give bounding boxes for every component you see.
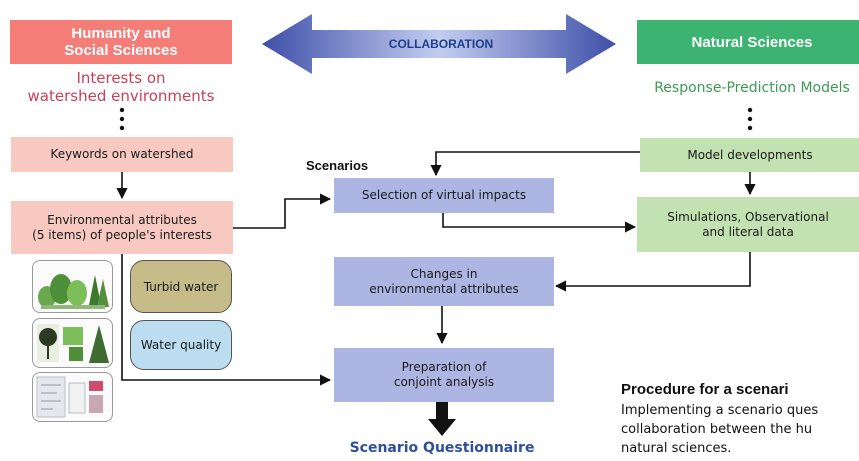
- keywords-box: Keywords on watershed: [11, 137, 233, 172]
- simulations-box: Simulations, Observational and literal d…: [637, 197, 859, 252]
- natural-header: Natural Sciences: [637, 20, 859, 64]
- selection-box: Selection of virtual impacts: [334, 178, 554, 213]
- collaboration-label: COLLABORATION: [388, 37, 494, 51]
- preparation-box: Preparation of conjoint analysis: [334, 348, 554, 402]
- scenarios-label: Scenarios: [306, 158, 369, 173]
- ellipsis-right: [747, 107, 753, 131]
- attributes-box: Environmental attributes (5 items) of pe…: [11, 201, 233, 254]
- turbid-water-pill: Turbid water: [130, 260, 232, 313]
- plants-thumbnail: [32, 318, 113, 368]
- plants-icon: [37, 324, 109, 363]
- caption-title: Procedure for a scenari: [621, 381, 789, 398]
- arrow-preparation-to-questionnaire: [428, 402, 456, 436]
- ellipsis-left: [119, 107, 125, 131]
- humanity-header: Humanity and Social Sciences: [10, 20, 232, 64]
- arrow-attributes-to-preparation: [121, 254, 332, 386]
- model-developments-box: Model developments: [640, 138, 859, 172]
- arrow-selection-to-simulations: [442, 213, 637, 233]
- arrow-developments-to-selection: [430, 151, 640, 177]
- interests-text: Interests on watershed environments: [27, 69, 215, 105]
- questionnaire-label: Scenario Questionnaire: [349, 440, 535, 456]
- map-thumbnail: [32, 372, 113, 422]
- changes-box: Changes in environmental attributes: [334, 257, 554, 306]
- map-icon: [36, 376, 103, 418]
- models-text: Response-Prediction Models: [654, 80, 850, 96]
- forest-thumbnail: [32, 260, 113, 313]
- arrow-simulations-to-changes: [554, 252, 751, 292]
- forest-icon: [38, 274, 109, 309]
- collaboration-arrow: [262, 14, 616, 74]
- caption-body: Implementing a scenario ques collaborati…: [621, 403, 819, 456]
- water-quality-pill: Water quality: [130, 320, 232, 370]
- arrow-attributes-to-selection: [233, 193, 332, 229]
